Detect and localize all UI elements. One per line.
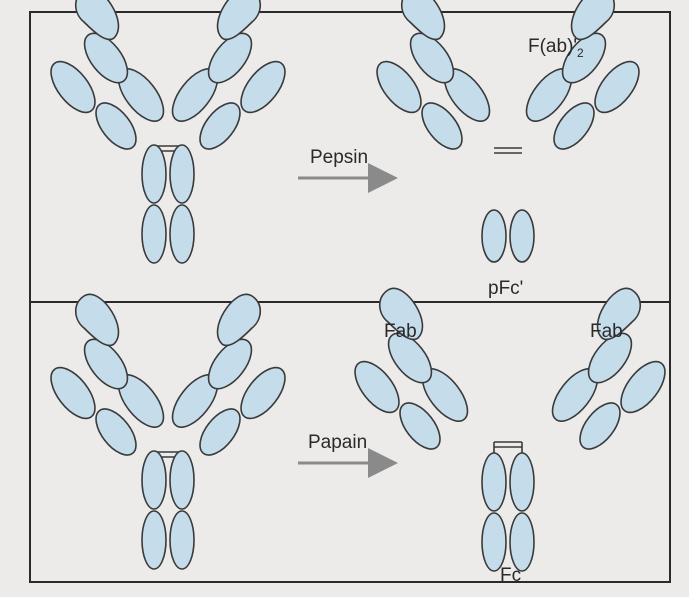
fab2-label: F(ab)'2 bbox=[528, 36, 584, 60]
igg-intact-bottom bbox=[43, 294, 294, 569]
pfc-fragment bbox=[482, 210, 534, 262]
fab-right-label: Fab bbox=[590, 321, 623, 342]
fab-left-label: Fab bbox=[384, 321, 417, 342]
pfc-label: pFc' bbox=[488, 278, 523, 299]
pepsin-label: Pepsin bbox=[310, 147, 368, 168]
igg-intact-top bbox=[43, 0, 294, 263]
fc-fragment bbox=[482, 442, 534, 571]
fab2-fragment bbox=[369, 0, 648, 156]
papain-label: Papain bbox=[308, 432, 367, 453]
fab-fragment-right bbox=[544, 288, 673, 456]
fc-label: Fc bbox=[500, 565, 521, 586]
fab-fragment-left bbox=[347, 288, 476, 456]
